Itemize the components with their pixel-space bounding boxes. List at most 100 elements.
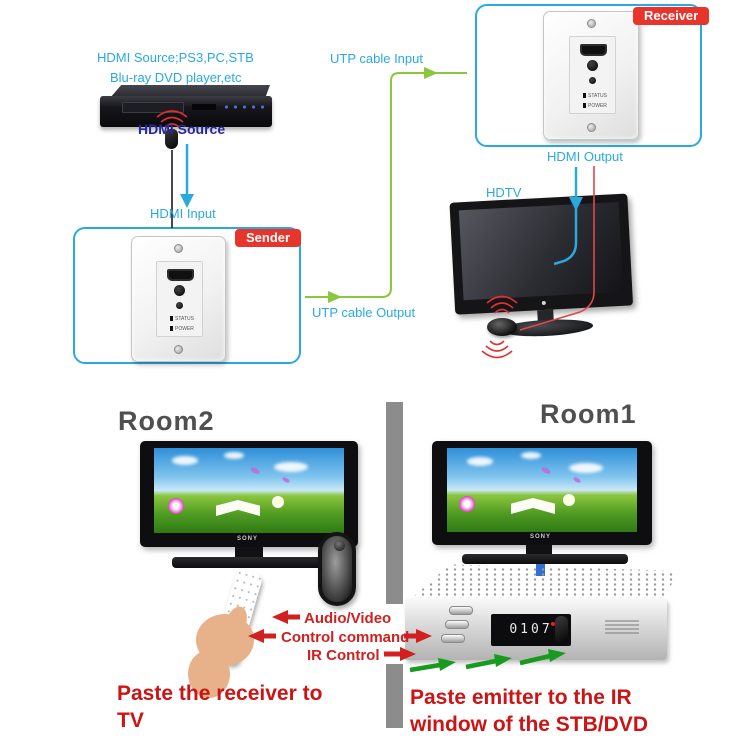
hdmi-port-icon xyxy=(580,44,607,56)
flower-shape xyxy=(168,498,184,514)
led-icon xyxy=(170,326,173,332)
room1-tv-image: SONY xyxy=(432,441,654,566)
stb-button xyxy=(441,634,465,643)
petal-shape xyxy=(281,476,291,484)
stb-front-panel: 0107 xyxy=(405,598,667,660)
ir-receiver-fob-icon xyxy=(318,532,356,606)
ir-jack-icon xyxy=(589,77,596,84)
status-led-label: STATUS xyxy=(588,93,607,99)
utp-arrowheads xyxy=(328,67,438,303)
stb-image: 0107 xyxy=(403,562,683,664)
ir-emitter-icon xyxy=(555,616,568,643)
receiver-tag: Receiver xyxy=(633,7,710,25)
sender-tag: Sender xyxy=(235,229,302,247)
hdtv-bezel xyxy=(449,193,634,315)
stb-led-icon xyxy=(551,622,555,626)
hdtv-screen xyxy=(458,201,624,301)
tv-screen-scene xyxy=(154,448,344,533)
wall-divider xyxy=(386,402,403,728)
open-book-shape xyxy=(216,500,260,516)
sender-insert-panel: STATUS POWER xyxy=(156,261,203,337)
utp-output-label: UTP cable Output xyxy=(312,305,416,320)
flower-shape xyxy=(272,496,284,508)
sender-frame xyxy=(73,227,301,364)
tv-brand-logo: SONY xyxy=(237,536,259,542)
receiver-wall-plate: STATUS POWER xyxy=(543,11,639,140)
receiver-frame xyxy=(475,4,702,147)
hdtv-label: HDTV xyxy=(486,185,522,200)
led-icon xyxy=(583,103,586,109)
hdmi-input-arrow xyxy=(180,144,194,208)
petal-shape xyxy=(572,476,582,484)
tv-bezel: SONY xyxy=(140,441,358,547)
source-caption-line2: Blu-ray DVD player,etc xyxy=(110,70,242,85)
screw-icon xyxy=(587,19,596,28)
caption-right-line1: Paste emitter to the IR xyxy=(410,686,632,709)
status-led-label: STATUS xyxy=(175,316,194,322)
stb-button xyxy=(445,620,469,629)
hdtv-image xyxy=(449,193,636,342)
ir-eye-icon xyxy=(334,540,345,551)
ir-receiver-puck-icon xyxy=(487,318,517,336)
tv-stand-neck xyxy=(235,547,263,557)
room1-label: Room1 xyxy=(540,399,637,429)
cloud-shape xyxy=(274,462,308,472)
ir-jack-icon xyxy=(176,302,183,309)
dvd-top-face xyxy=(110,85,270,98)
open-book-shape xyxy=(511,498,555,514)
cloud-shape xyxy=(467,457,493,466)
hdmi-cable-connector xyxy=(536,552,545,576)
hdmi-source-label: HDMI Source xyxy=(138,121,226,137)
petal-shape xyxy=(249,465,261,476)
tv-stand-base xyxy=(172,557,340,568)
audio-jack-icon xyxy=(174,285,185,296)
led-icon xyxy=(170,316,173,322)
cloud-shape xyxy=(224,452,244,459)
room2-label: Room2 xyxy=(118,406,215,436)
stb-button xyxy=(449,606,473,615)
led-icon xyxy=(583,93,586,99)
link-line2: Control command xyxy=(281,629,410,646)
receiver-insert-panel: STATUS POWER xyxy=(569,36,616,114)
flower-shape xyxy=(563,494,575,506)
power-led-row: POWER xyxy=(170,326,194,332)
tv-bezel: SONY xyxy=(432,441,652,545)
cloud-shape xyxy=(569,463,603,473)
ir-emitter-icon xyxy=(165,129,178,149)
hdtv-power-led xyxy=(541,300,546,306)
dvd-buttons xyxy=(222,104,266,110)
status-led-row: STATUS xyxy=(170,316,194,322)
hdmi-output-label: HDMI Output xyxy=(547,149,623,164)
power-led-label: POWER xyxy=(588,103,607,109)
tv-brand-logo: SONY xyxy=(530,534,552,540)
caption-right: Paste emitter to the IR window of the ST… xyxy=(410,684,648,738)
caption-left-line1: Paste the receiver to xyxy=(117,682,323,705)
link-line3: IR Control xyxy=(307,647,380,664)
cloud-shape xyxy=(521,452,541,459)
stb-brand-mark xyxy=(605,620,639,634)
utp-cable-path xyxy=(305,72,467,298)
utp-input-label: UTP cable Input xyxy=(330,51,423,66)
audio-jack-icon xyxy=(587,60,598,71)
caption-right-line2: window of the STB/DVD xyxy=(410,713,648,736)
link-line1: Audio/Video xyxy=(304,610,392,627)
caption-left-line2: TV xyxy=(117,709,144,732)
petal-shape xyxy=(540,465,552,476)
stb-top-face xyxy=(411,564,680,602)
caption-left: Paste the receiver to TV xyxy=(117,680,322,734)
hdmi-input-label: HDMI Input xyxy=(150,206,216,221)
room2-tv-image: SONY xyxy=(140,441,360,573)
hdmi-port-icon xyxy=(167,269,194,281)
tv-stand-neck xyxy=(526,545,552,554)
tv-stand-base xyxy=(462,554,628,564)
source-caption-line1: HDMI Source;PS3,PC,STB xyxy=(97,50,254,65)
screw-icon xyxy=(174,244,183,253)
wrist-shape xyxy=(188,650,230,698)
power-led-label: POWER xyxy=(175,326,194,332)
cloud-shape xyxy=(172,456,198,465)
tv-screen-scene xyxy=(447,448,637,532)
power-led-row: POWER xyxy=(583,103,607,109)
screw-icon xyxy=(174,345,183,354)
dvd-display xyxy=(192,104,216,110)
flower-shape xyxy=(459,496,475,512)
